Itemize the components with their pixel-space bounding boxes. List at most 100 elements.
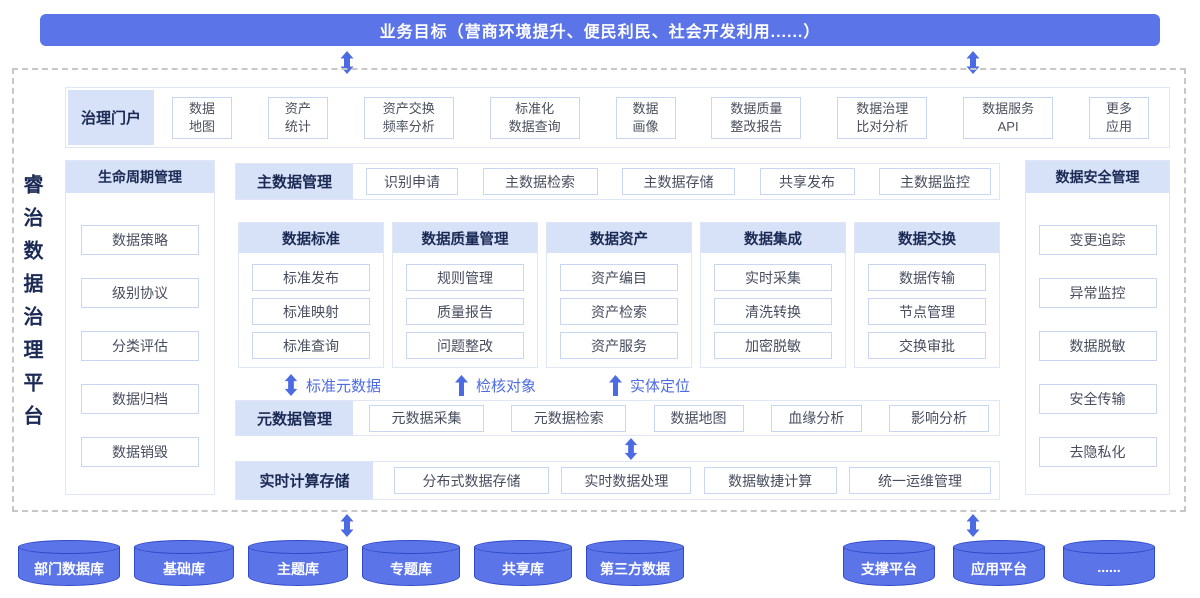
realtime-items: 分布式数据存储 实时数据处理 数据敏捷计算 统一运维管理 (394, 462, 991, 499)
node-rule-manage: 规则管理 (406, 264, 524, 291)
cylinder-icon (843, 540, 935, 554)
column-header: 数据集成 (701, 223, 845, 253)
security-header: 数据安全管理 (1026, 161, 1169, 193)
db-support-platform: 支撑平台 (843, 540, 935, 586)
app-label: 地图 (188, 118, 215, 134)
node-secure-transfer: 安全传输 (1038, 384, 1157, 414)
master-data-band: 主数据管理 识别申请 主数据检索 主数据存储 共享发布 主数据监控 (235, 163, 1000, 200)
portal-app-asset-stats: 资产统计 (267, 96, 328, 139)
db-app-platform: 应用平台 (953, 540, 1045, 586)
db-basic: 基础库 (134, 540, 234, 586)
security-panel: 数据安全管理 变更追踪 异常监控 数据脱敏 安全传输 去隐私化 (1025, 160, 1170, 495)
app-label: 标准化 (515, 100, 555, 116)
flow-standard-metadata: 标准元数据 (284, 374, 381, 396)
app-label: 比对分析 (856, 118, 909, 134)
app-label: 整改报告 (730, 118, 783, 134)
node-master-storage: 主数据存储 (622, 168, 735, 195)
node-exchange-approve: 交换审批 (868, 332, 986, 359)
node-level-agreement: 级别协议 (81, 278, 199, 308)
cylinder-icon (474, 540, 572, 554)
flow-label: 实体定位 (630, 377, 691, 395)
database-row-right: 支撑平台 应用平台 ...... (843, 540, 1155, 586)
lifecycle-items: 数据策略 级别协议 分类评估 数据归档 数据销毁 (66, 193, 214, 467)
db-department: 部门数据库 (18, 540, 120, 586)
db-label: 基础库 (163, 561, 205, 577)
portal-app-more: 更多应用 (1089, 96, 1149, 139)
lifecycle-header: 生命周期管理 (66, 161, 214, 193)
master-data-header: 主数据管理 (236, 164, 353, 199)
node-encrypt-mask: 加密脱敏 (714, 332, 832, 359)
node-distributed-storage: 分布式数据存储 (394, 467, 549, 494)
column-header: 数据质量管理 (393, 223, 537, 253)
node-master-monitor: 主数据监控 (879, 168, 991, 195)
db-label: 部门数据库 (34, 561, 104, 577)
node-clean-transform: 清洗转换 (714, 298, 832, 325)
app-label: 数据 (632, 100, 659, 116)
up-arrow-icon (455, 374, 468, 396)
app-label: 应用 (1105, 118, 1132, 134)
realtime-header: 实时计算存储 (236, 462, 373, 499)
cylinder-icon (134, 540, 234, 554)
portal-apps: 数据地图 资产统计 资产交换频率分析 标准化数据查询 数据画像 数据质量整改报告… (172, 88, 1149, 147)
node-data-strategy: 数据策略 (81, 225, 199, 255)
column-data-quality: 数据质量管理 规则管理 质量报告 问题整改 (392, 222, 538, 368)
app-label: 统计 (284, 118, 311, 134)
db-label: 主题库 (277, 561, 319, 577)
db-label: 应用平台 (971, 561, 1027, 577)
db-theme: 主题库 (248, 540, 348, 586)
node-metadata-search: 元数据检索 (511, 404, 627, 432)
node-change-tracking: 变更追踪 (1038, 225, 1157, 255)
column-header: 数据交换 (855, 223, 999, 253)
node-asset-service: 资产服务 (560, 332, 678, 359)
flow-label: 检核对象 (476, 377, 537, 395)
node-lineage-analysis: 血缘分析 (770, 404, 862, 432)
column-items: 资产编目 资产检索 资产服务 (547, 253, 691, 359)
app-label: 更多 (1105, 100, 1132, 116)
app-label: 数据 (188, 100, 215, 116)
business-goal-banner: 业务目标（营商环境提升、便民利民、社会开发利用......） (40, 14, 1160, 46)
app-label: 资产交换 (382, 100, 435, 116)
security-items: 变更追踪 异常监控 数据脱敏 安全传输 去隐私化 (1026, 193, 1169, 467)
column-data-integration: 数据集成 实时采集 清洗转换 加密脱敏 (700, 222, 846, 368)
master-data-items: 识别申请 主数据检索 主数据存储 共享发布 主数据监控 (366, 164, 991, 199)
db-label: 专题库 (390, 561, 432, 577)
metadata-band: 元数据管理 元数据采集 元数据检索 数据地图 血缘分析 影响分析 (235, 400, 1000, 436)
column-items: 标准发布 标准映射 标准查询 (239, 253, 383, 359)
app-label: API (997, 118, 1019, 134)
portal-header: 治理门户 (68, 90, 154, 145)
app-label: 频率分析 (382, 118, 435, 134)
portal-app-data-profile: 数据画像 (615, 96, 676, 139)
node-data-masking: 数据脱敏 (1038, 331, 1157, 361)
column-items: 实时采集 清洗转换 加密脱敏 (701, 253, 845, 359)
database-row-left: 部门数据库 基础库 主题库 专题库 共享库 第三方数据 (18, 540, 684, 586)
double-arrow-icon (284, 374, 298, 396)
cylinder-icon (1063, 540, 1155, 554)
realtime-band: 实时计算存储 分布式数据存储 实时数据处理 数据敏捷计算 统一运维管理 (235, 461, 1000, 500)
column-data-asset: 数据资产 资产编目 资产检索 资产服务 (546, 222, 692, 368)
column-data-exchange: 数据交换 数据传输 节点管理 交换审批 (854, 222, 1000, 368)
portal-app-standard-query: 标准化数据查询 (489, 96, 580, 139)
column-items: 规则管理 质量报告 问题整改 (393, 253, 537, 359)
node-deprivacy: 去隐私化 (1038, 437, 1157, 467)
node-issue-rectify: 问题整改 (406, 332, 524, 359)
node-metadata-collect: 元数据采集 (369, 404, 484, 432)
node-realtime-collect: 实时采集 (714, 264, 832, 291)
double-arrow-icon (624, 438, 638, 460)
node-data-archive: 数据归档 (81, 384, 199, 414)
node-standard-publish: 标准发布 (252, 264, 370, 291)
metadata-header: 元数据管理 (236, 401, 353, 435)
app-label: 数据查询 (508, 118, 561, 134)
db-ellipsis: ...... (1063, 540, 1155, 586)
db-shared: 共享库 (474, 540, 572, 586)
db-label: 第三方数据 (600, 561, 670, 577)
node-quality-report: 质量报告 (406, 298, 524, 325)
node-realtime-processing: 实时数据处理 (561, 467, 692, 494)
db-special: 专题库 (362, 540, 460, 586)
node-classify-evaluate: 分类评估 (81, 331, 199, 361)
platform-title: 睿治数据治理平台 (20, 174, 42, 438)
app-label: 数据质量 (730, 100, 783, 116)
node-asset-catalog: 资产编目 (560, 264, 678, 291)
node-master-search: 主数据检索 (482, 168, 598, 195)
node-data-map: 数据地图 (653, 404, 744, 432)
